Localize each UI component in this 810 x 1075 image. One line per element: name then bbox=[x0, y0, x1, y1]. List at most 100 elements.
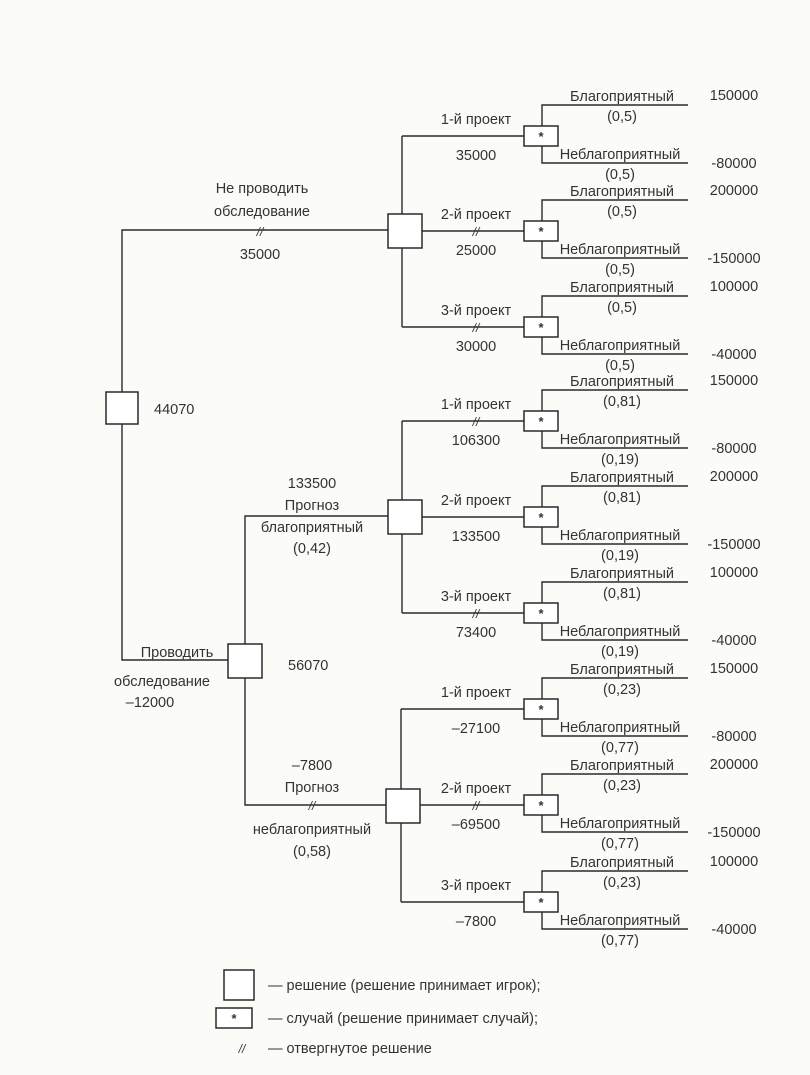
edge-unfavorable bbox=[541, 431, 688, 449]
project-label: 2-й проект bbox=[441, 207, 512, 223]
project-value: 25000 bbox=[456, 243, 496, 259]
prob-unfavorable: (0,77) bbox=[601, 836, 639, 852]
chance-node bbox=[523, 602, 559, 624]
chance-mark: * bbox=[538, 320, 544, 335]
fav-forecast-line1: Прогноз bbox=[285, 498, 340, 514]
prob-unfavorable: (0,77) bbox=[601, 933, 639, 949]
project-label: 3-й проект bbox=[441, 589, 512, 605]
edge-favorable bbox=[541, 773, 688, 795]
prob-favorable: (0,23) bbox=[603, 875, 641, 891]
payoff-unfavorable: -80000 bbox=[711, 729, 756, 745]
unf-forecast-value: –7800 bbox=[292, 758, 332, 774]
project-value: –7800 bbox=[456, 914, 496, 930]
payoff-favorable: 200000 bbox=[710, 757, 758, 773]
payoff-unfavorable: -150000 bbox=[707, 251, 760, 267]
edge-unfavorable bbox=[541, 912, 688, 930]
project-decision-node bbox=[387, 499, 423, 535]
legend-chance-text: — случай (решение принимает случай); bbox=[268, 1011, 538, 1027]
legend-decision-node bbox=[223, 969, 255, 1001]
project-label: 1-й проект bbox=[441, 397, 512, 413]
project-decision-node bbox=[387, 213, 423, 249]
root-branches bbox=[121, 229, 388, 661]
payoff-unfavorable: -150000 bbox=[707, 825, 760, 841]
payoff-favorable: 150000 bbox=[710, 373, 758, 389]
legend-rejected-text: — отвергнутое решение bbox=[268, 1041, 432, 1057]
project-label: 3-й проект bbox=[441, 303, 512, 319]
payoff-unfavorable: -80000 bbox=[711, 156, 756, 172]
payoff-unfavorable: -40000 bbox=[711, 633, 756, 649]
unf-forecast-line1: Прогноз bbox=[285, 780, 340, 796]
reject-mark: // bbox=[472, 415, 481, 429]
fav-forecast-value: 133500 bbox=[288, 476, 336, 492]
payoff-unfavorable: -40000 bbox=[711, 922, 756, 938]
payoff-favorable: 100000 bbox=[710, 279, 758, 295]
legend-chance-mark: * bbox=[231, 1011, 237, 1026]
outcome-favorable: Благоприятный bbox=[570, 662, 674, 678]
prob-unfavorable: (0,5) bbox=[605, 262, 635, 278]
edge-no-survey bbox=[121, 229, 388, 392]
reject-mark: // bbox=[256, 225, 265, 239]
survey-decision-node bbox=[227, 643, 263, 679]
outcome-unfavorable: Неблагоприятный bbox=[560, 913, 681, 929]
project-value: 133500 bbox=[452, 529, 500, 545]
unf-forecast-line2: неблагоприятный bbox=[253, 822, 371, 838]
legend-reject-mark: // bbox=[238, 1042, 247, 1056]
outcome-favorable: Благоприятный bbox=[570, 184, 674, 200]
reject-mark: // bbox=[472, 799, 481, 813]
fav-forecast-line2: благоприятный bbox=[261, 520, 363, 536]
chance-mark: * bbox=[538, 414, 544, 429]
prob-unfavorable: (0,19) bbox=[601, 644, 639, 660]
unf-forecast-prob: (0,58) bbox=[293, 844, 331, 860]
edge-unfavorable bbox=[541, 815, 688, 833]
survey-branches bbox=[244, 515, 388, 806]
edge-unfavorable bbox=[541, 146, 688, 164]
payoff-favorable: 200000 bbox=[710, 183, 758, 199]
outcome-favorable: Благоприятный bbox=[570, 280, 674, 296]
chance-mark: * bbox=[538, 224, 544, 239]
outcome-favorable: Благоприятный bbox=[570, 374, 674, 390]
project-value: 106300 bbox=[452, 433, 500, 449]
chance-node bbox=[523, 794, 559, 816]
chance-node bbox=[523, 891, 559, 913]
fav-forecast-prob: (0,42) bbox=[293, 541, 331, 557]
project-value: –69500 bbox=[452, 817, 500, 833]
outcome-favorable: Благоприятный bbox=[570, 758, 674, 774]
prob-favorable: (0,5) bbox=[607, 204, 637, 220]
prob-favorable: (0,23) bbox=[603, 778, 641, 794]
edge-favorable bbox=[541, 677, 688, 699]
outcome-favorable: Благоприятный bbox=[570, 855, 674, 871]
payoff-unfavorable: -40000 bbox=[711, 347, 756, 363]
root-decision-node bbox=[105, 391, 139, 425]
no-survey-value: 35000 bbox=[240, 247, 280, 263]
edge-favorable bbox=[541, 870, 688, 892]
chance-mark: * bbox=[538, 129, 544, 144]
prob-favorable: (0,23) bbox=[603, 682, 641, 698]
chance-node bbox=[523, 410, 559, 432]
edge-favorable bbox=[541, 199, 688, 221]
survey-cost: –12000 bbox=[126, 695, 174, 711]
reject-mark: // bbox=[472, 321, 481, 335]
legend-chance-node bbox=[215, 1007, 253, 1029]
chance-mark: * bbox=[538, 895, 544, 910]
project-label: 1-й проект bbox=[441, 112, 512, 128]
root-value: 44070 bbox=[154, 402, 194, 418]
prob-unfavorable: (0,19) bbox=[601, 548, 639, 564]
outcome-unfavorable: Неблагоприятный bbox=[560, 720, 681, 736]
edge-unfavorable bbox=[541, 719, 688, 737]
prob-unfavorable: (0,19) bbox=[601, 452, 639, 468]
project-group-3: 1-й проект–27100*Благоприятный(0,23)Небл… bbox=[385, 661, 761, 949]
prob-favorable: (0,5) bbox=[607, 300, 637, 316]
chance-node bbox=[523, 698, 559, 720]
prob-favorable: (0,81) bbox=[603, 394, 641, 410]
legend: — решение (решение принимает игрок); * —… bbox=[215, 969, 541, 1057]
payoff-favorable: 150000 bbox=[710, 661, 758, 677]
prob-favorable: (0,5) bbox=[607, 109, 637, 125]
reject-mark: // bbox=[308, 799, 317, 813]
project-value: 73400 bbox=[456, 625, 496, 641]
outcome-favorable: Благоприятный bbox=[570, 89, 674, 105]
survey-value: 56070 bbox=[288, 658, 328, 674]
prob-unfavorable: (0,5) bbox=[605, 358, 635, 374]
chance-node bbox=[523, 220, 559, 242]
legend-decision-text: — решение (решение принимает игрок); bbox=[268, 978, 541, 994]
edge-favorable bbox=[541, 104, 688, 126]
